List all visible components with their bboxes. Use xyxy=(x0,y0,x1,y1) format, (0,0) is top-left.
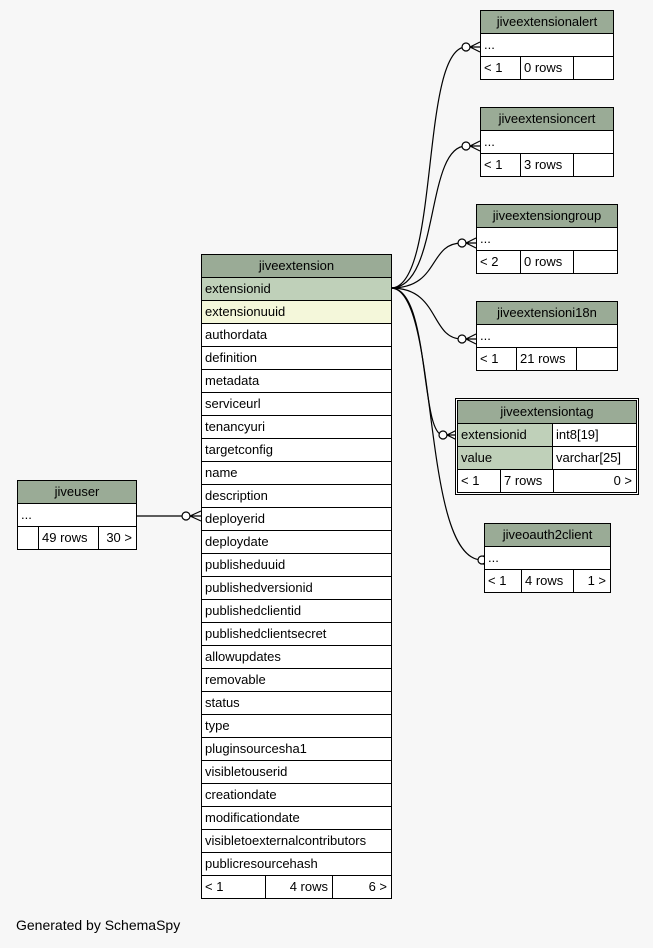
column-description: description xyxy=(202,485,391,508)
table-footer: < 1 3 rows xyxy=(481,154,613,176)
table-header[interactable]: jiveextensiongroup xyxy=(477,205,617,228)
table-header[interactable]: jiveextensioncert xyxy=(481,108,613,131)
table-footer: < 1 0 rows xyxy=(481,57,613,79)
column-name: extensionid xyxy=(458,424,553,446)
parents-count[interactable]: < 1 xyxy=(458,470,501,492)
column-extensionid: extensionid int8[19] xyxy=(458,424,636,447)
column-ellipsis: ... xyxy=(481,34,613,57)
children-count[interactable]: 6 > xyxy=(368,879,387,894)
table-footer: < 1 7 rows 0 > xyxy=(458,470,636,492)
table-header[interactable]: jiveextensioni18n xyxy=(477,302,617,325)
edge-to-jiveextensiontag xyxy=(390,287,444,436)
column-visibletoexternalcontributors: visibletoexternalcontributors xyxy=(202,830,391,853)
column-serviceurl: serviceurl xyxy=(202,393,391,416)
column-authordata: authordata xyxy=(202,324,391,347)
row-count: 3 rows xyxy=(521,154,574,176)
table-jiveoauth2client[interactable]: jiveoauth2client ... < 1 4 rows 1 > xyxy=(484,523,611,593)
table-header[interactable]: jiveuser xyxy=(18,481,136,504)
table-footer: 49 rows 30 > xyxy=(18,527,136,549)
column-publishedclientsecret: publishedclientsecret xyxy=(202,623,391,646)
edge-to-jiveextensioni18n xyxy=(390,287,463,340)
row-count: 21 rows xyxy=(517,348,577,370)
column-name: value xyxy=(458,447,553,469)
table-header[interactable]: jiveextensionalert xyxy=(481,11,613,34)
edge-to-jiveextensionalert xyxy=(390,46,467,289)
column-value: value varchar[25] xyxy=(458,447,636,470)
table-jiveuser[interactable]: jiveuser ... 49 rows 30 > xyxy=(17,480,137,550)
column-type: int8[19] xyxy=(553,424,636,446)
table-header[interactable]: jiveextensiontag xyxy=(458,401,636,424)
row-count: 7 rows xyxy=(501,470,554,492)
table-header[interactable]: jiveextension xyxy=(202,255,391,278)
column-modificationdate: modificationdate xyxy=(202,807,391,830)
column-ellipsis: ... xyxy=(477,325,617,348)
children-count[interactable]: 1 > xyxy=(587,573,606,588)
column-extensionid: extensionid xyxy=(202,278,391,301)
column-definition: definition xyxy=(202,347,391,370)
column-visibletouserid: visibletouserid xyxy=(202,761,391,784)
column-ellipsis: ... xyxy=(18,504,136,527)
row-count: 0 rows xyxy=(521,251,574,273)
column-removable: removable xyxy=(202,669,391,692)
table-jiveextensioncert[interactable]: jiveextensioncert ... < 1 3 rows xyxy=(480,107,614,177)
parents-count[interactable]: < 2 xyxy=(477,251,521,273)
row-count: 4 rows xyxy=(266,876,333,898)
children-count[interactable] xyxy=(574,154,613,176)
table-jiveextensiongroup[interactable]: jiveextensiongroup ... < 2 0 rows xyxy=(476,204,618,274)
column-publicresourcehash: publicresourcehash xyxy=(202,853,391,876)
row-count: 0 rows xyxy=(521,57,574,79)
column-extensionuuid: extensionuuid xyxy=(202,301,391,324)
column-publishedversionid: publishedversionid xyxy=(202,577,391,600)
column-pluginsourcesha1: pluginsourcesha1 xyxy=(202,738,391,761)
table-footer: < 1 4 rows 6 > xyxy=(202,876,391,898)
column-type: type xyxy=(202,715,391,738)
edge-to-jiveextensiongroup xyxy=(390,242,463,289)
column-creationdate: creationdate xyxy=(202,784,391,807)
edge-to-jiveextensioncert xyxy=(390,145,467,289)
table-jiveextensionalert[interactable]: jiveextensionalert ... < 1 0 rows xyxy=(480,10,614,80)
column-allowupdates: allowupdates xyxy=(202,646,391,669)
parents-count[interactable]: < 1 xyxy=(481,154,521,176)
children-count[interactable]: 30 > xyxy=(106,530,132,545)
parents-count[interactable]: < 1 xyxy=(485,570,522,592)
row-count: 49 rows xyxy=(39,527,99,549)
column-ellipsis: ... xyxy=(477,228,617,251)
table-footer: < 1 4 rows 1 > xyxy=(485,570,610,592)
children-count[interactable] xyxy=(574,57,613,79)
table-footer: < 1 21 rows xyxy=(477,348,617,370)
parents-count[interactable]: < 1 xyxy=(481,57,521,79)
children-count[interactable] xyxy=(574,251,617,273)
children-count[interactable]: 0 > xyxy=(613,473,632,488)
row-count: 4 rows xyxy=(522,570,574,592)
generated-by-label: Generated by SchemaSpy xyxy=(16,917,181,933)
table-header[interactable]: jiveoauth2client xyxy=(485,524,610,547)
parents-count[interactable]: < 1 xyxy=(202,876,266,898)
column-name: name xyxy=(202,462,391,485)
column-status: status xyxy=(202,692,391,715)
column-publishedclientid: publishedclientid xyxy=(202,600,391,623)
children-count[interactable] xyxy=(577,348,617,370)
column-type: varchar[25] xyxy=(556,450,622,465)
column-deploydate: deploydate xyxy=(202,531,391,554)
column-ellipsis: ... xyxy=(481,131,613,154)
column-ellipsis: ... xyxy=(485,547,610,570)
column-deployerid: deployerid xyxy=(202,508,391,531)
parents-count[interactable]: < 1 xyxy=(477,348,517,370)
column-publisheduuid: publisheduuid xyxy=(202,554,391,577)
parents-count[interactable] xyxy=(18,527,39,549)
table-jiveextensiontag[interactable]: jiveextensiontag extensionid int8[19] va… xyxy=(455,398,639,495)
column-targetconfig: targetconfig xyxy=(202,439,391,462)
column-tenancyuri: tenancyuri xyxy=(202,416,391,439)
table-footer: < 2 0 rows xyxy=(477,251,617,273)
table-jiveextensioni18n[interactable]: jiveextensioni18n ... < 1 21 rows xyxy=(476,301,618,371)
column-metadata: metadata xyxy=(202,370,391,393)
